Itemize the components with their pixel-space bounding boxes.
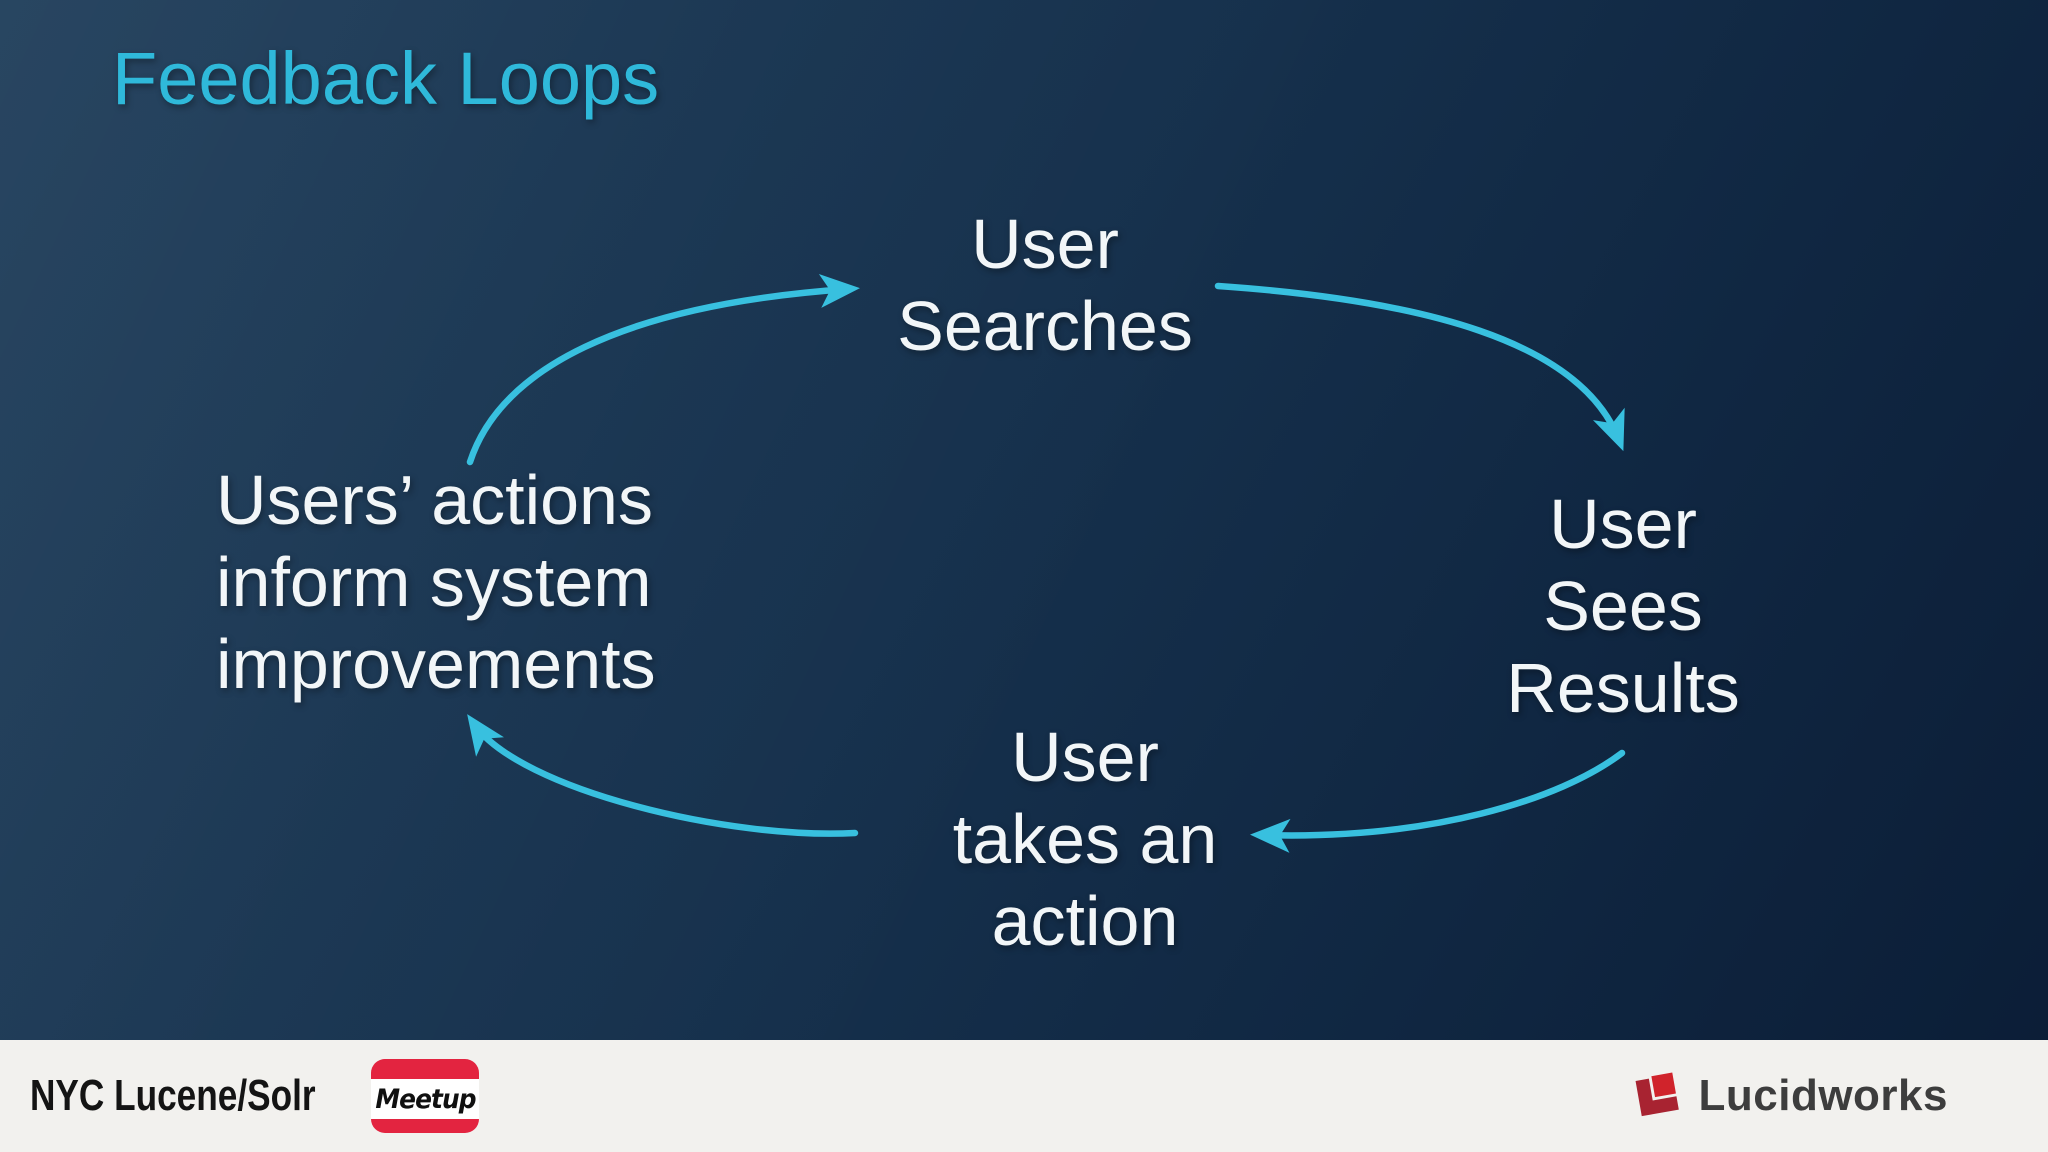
node-line: takes an: [952, 800, 1218, 878]
arrow-results-to-action: [1250, 749, 1626, 853]
node-line: action: [991, 882, 1179, 960]
lucidworks-icon: [1635, 1072, 1679, 1117]
arrow-searches-to-results: [1214, 282, 1625, 452]
meetup-logo-text: Meetup: [374, 1083, 476, 1115]
slide-title: Feedback Loops: [112, 37, 660, 120]
node-line: Sees: [1543, 567, 1703, 645]
node-line: inform system: [216, 543, 652, 621]
node-user-sees-results: User Sees Results: [1423, 483, 1823, 729]
node-line: User: [1011, 718, 1159, 796]
meetup-logo: Meetup: [370, 1059, 479, 1133]
footer-left-group: NYC Lucene/Solr Meetup: [30, 1059, 479, 1133]
node-users-actions-inform: Users’ actions inform system improvement…: [216, 459, 776, 705]
lucidworks-wordmark: Lucidworks: [1698, 1071, 1948, 1120]
node-line: Results: [1506, 649, 1740, 727]
meetup-logo-band: Meetup: [370, 1079, 479, 1119]
node-line: improvements: [216, 625, 656, 703]
cycle-arrows: [466, 274, 1626, 853]
node-line: User: [1549, 485, 1697, 563]
meetup-group-name: NYC Lucene/Solr: [30, 1071, 316, 1120]
arrow-action-to-actions: [467, 714, 859, 837]
node-line: Users’ actions: [216, 461, 653, 539]
node-line: Searches: [897, 287, 1193, 365]
footer-bar: NYC Lucene/Solr Meetup Lucidworks: [0, 1040, 2048, 1152]
footer-right-group: Lucidworks: [1629, 1067, 1949, 1125]
node-user-searches: User Searches: [845, 203, 1245, 367]
node-user-takes-action: User takes an action: [885, 716, 1285, 962]
node-line: User: [971, 205, 1119, 283]
arrow-actions-to-searches: [466, 274, 860, 466]
